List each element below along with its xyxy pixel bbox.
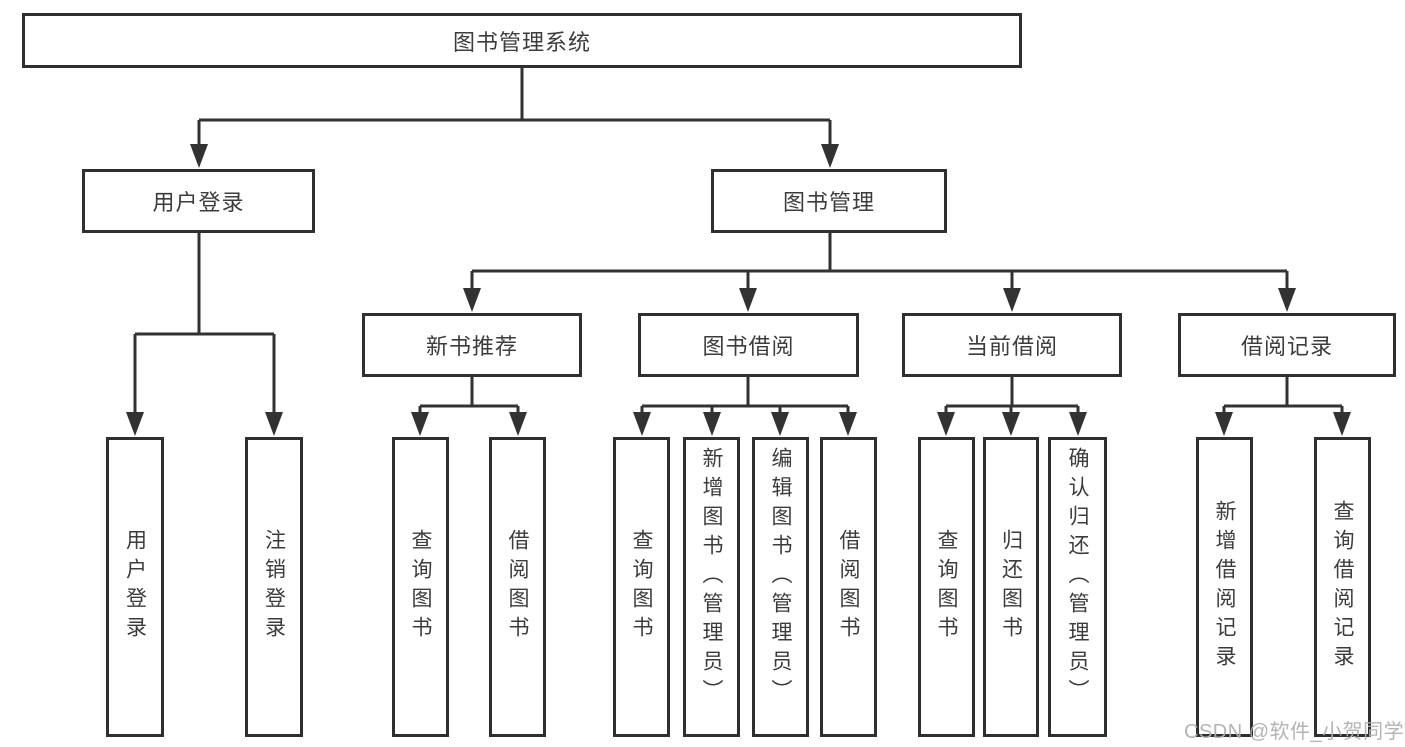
connector-root [190, 68, 839, 168]
node-book-borrow: 图书借阅 [638, 313, 859, 377]
leaf-user-login: 用户登录 [106, 437, 164, 737]
node-label: 查询图书 [630, 529, 654, 645]
connector-book-borrow [633, 377, 857, 436]
node-label: 注销登录 [262, 529, 286, 645]
leaf-nbr-borrow-books: 借阅图书 [489, 437, 546, 737]
leaf-bb-add-books-admin: 新增图书（管理员） [683, 437, 740, 737]
node-label: 用户登录 [152, 190, 245, 215]
connector-new-book-recommend [411, 377, 527, 436]
node-book-management: 图书管理 [711, 169, 947, 233]
leaf-bb-query-books: 查询图书 [613, 437, 670, 737]
leaf-nbr-query-books: 查询图书 [392, 437, 449, 737]
leaf-bb-borrow-books: 借阅图书 [820, 437, 877, 737]
node-label: 编辑图书（管理员） [769, 447, 793, 708]
node-new-book-recommend: 新书推荐 [362, 313, 582, 377]
node-label: 借阅图书 [506, 529, 530, 645]
leaf-logout-login: 注销登录 [245, 437, 303, 737]
node-label: 图书管理 [782, 190, 875, 215]
node-label: 查询借阅记录 [1331, 500, 1355, 674]
node-label: 查询图书 [409, 529, 433, 645]
node-label: 查询图书 [935, 529, 959, 645]
node-label: 借阅图书 [837, 529, 861, 645]
node-label: 图书管理系统 [452, 29, 591, 55]
node-label: 图书借阅 [702, 334, 795, 359]
node-label: 确认归还（管理员） [1066, 447, 1090, 708]
connector-book-management [463, 233, 1296, 312]
node-borrow-records: 借阅记录 [1178, 313, 1396, 377]
node-label: 当前借阅 [965, 334, 1058, 359]
leaf-cb-confirm-return-admin: 确认归还（管理员） [1048, 437, 1107, 737]
watermark-text: CSDN @软件_小贺同学 [1184, 721, 1405, 743]
leaf-cb-query-books: 查询图书 [918, 437, 975, 737]
leaf-cb-return-books: 归还图书 [983, 437, 1039, 737]
node-label: 新增借阅记录 [1213, 500, 1237, 674]
node-label: 新增图书（管理员） [700, 447, 724, 708]
node-label: 借阅记录 [1240, 334, 1333, 359]
node-user-login: 用户登录 [82, 169, 315, 233]
leaf-bb-edit-books-admin: 编辑图书（管理员） [752, 437, 809, 737]
connector-user-login [126, 233, 283, 436]
node-root: 图书管理系统 [22, 13, 1022, 68]
node-label: 用户登录 [123, 529, 147, 645]
connector-current-borrow [937, 377, 1087, 436]
node-label: 归还图书 [999, 529, 1023, 645]
leaf-br-add-record: 新增借阅记录 [1196, 437, 1253, 737]
node-current-borrow: 当前借阅 [902, 313, 1122, 377]
connector-borrow-records [1215, 377, 1351, 436]
node-label: 新书推荐 [425, 334, 518, 359]
leaf-br-query-record: 查询借阅记录 [1314, 437, 1371, 737]
